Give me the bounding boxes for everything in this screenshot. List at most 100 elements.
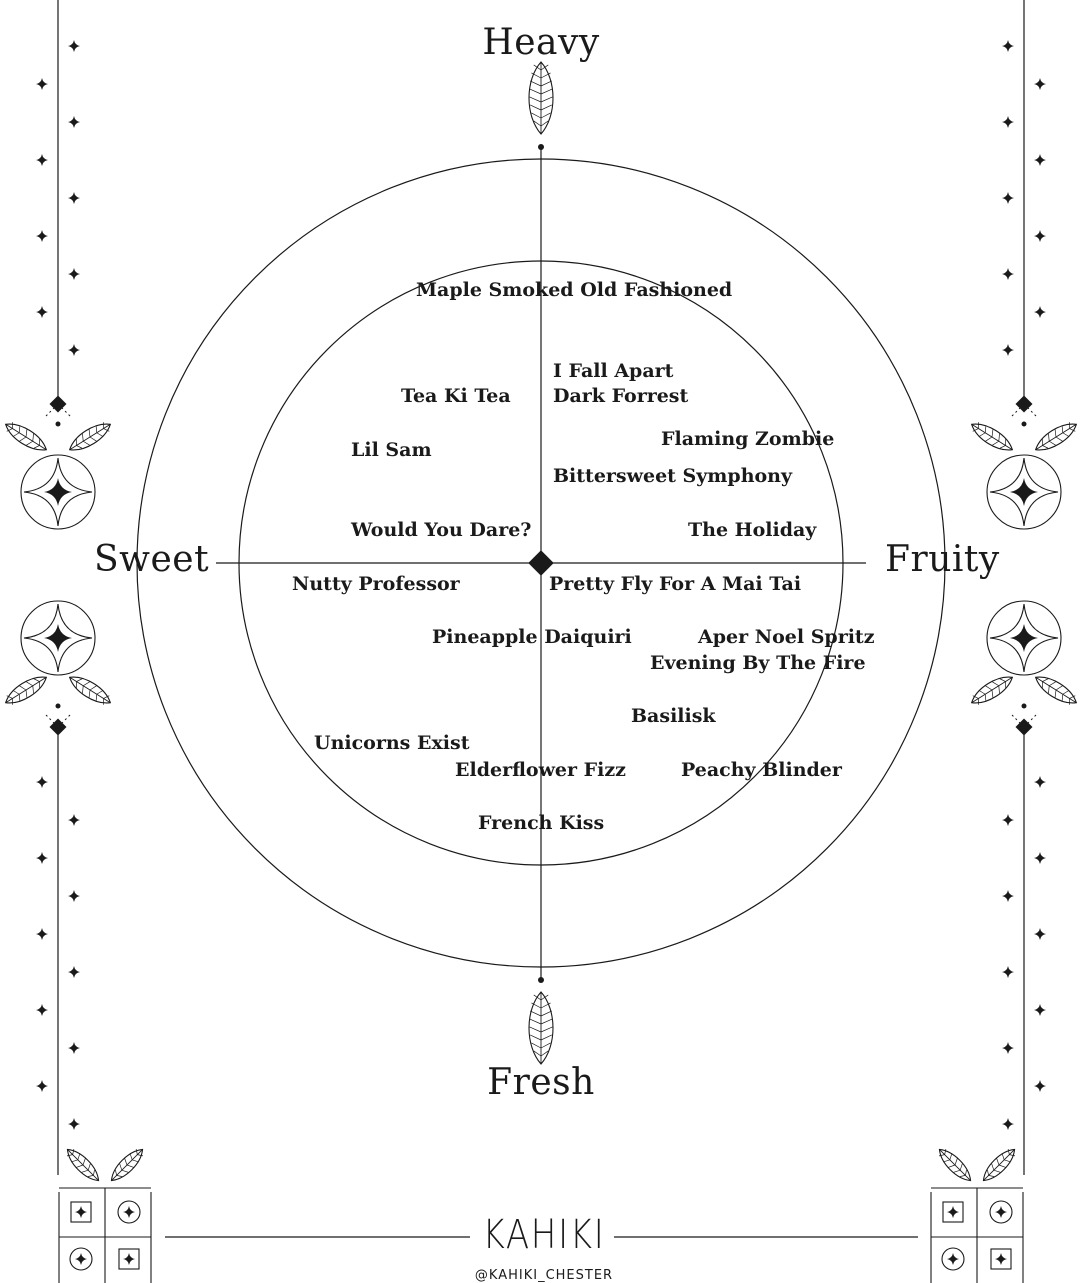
right-border-ornament xyxy=(930,0,1078,1283)
side-leaf xyxy=(970,422,1014,451)
star-medallion-icon xyxy=(986,454,1062,530)
sparkle-icon xyxy=(36,78,48,90)
boxed-plus-icon xyxy=(990,1248,1012,1270)
sparkle-icon xyxy=(1034,776,1046,788)
dotted-branch xyxy=(1009,712,1039,728)
axis-bottom-dot xyxy=(538,977,544,983)
drink-label: Peachy Blinder xyxy=(681,759,842,781)
sparkle-icon xyxy=(1002,40,1014,52)
drink-label: Nutty Professor xyxy=(292,573,460,595)
drink-label: Maple Smoked Old Fashioned xyxy=(416,279,733,301)
drink-label: Elderflower Fizz xyxy=(455,759,626,781)
diamond-icon xyxy=(49,718,67,736)
dot xyxy=(55,421,61,427)
social-handle: @KAHIKI_CHESTER xyxy=(474,1268,614,1283)
boxed-plus-icon xyxy=(118,1248,140,1270)
sparkle-icon xyxy=(1034,928,1046,940)
dotted-branch xyxy=(43,403,73,419)
sparkle-icon xyxy=(75,1253,87,1265)
sparkle-icon xyxy=(1002,344,1014,356)
sparkle-icon xyxy=(68,966,80,978)
corner-leaf xyxy=(110,1148,144,1182)
side-leaf xyxy=(68,676,112,705)
dotted-branch xyxy=(43,712,73,728)
sparkle-icon xyxy=(123,1253,135,1265)
feather-leaf xyxy=(528,61,554,135)
side-leaf xyxy=(4,422,48,451)
drink-label: Aper Noel Spritz xyxy=(698,626,875,648)
sparkle-icon xyxy=(995,1206,1007,1218)
drink-label: I Fall Apart xyxy=(553,360,674,382)
sparkle-icon xyxy=(36,1080,48,1092)
drink-label: Bittersweet Symphony xyxy=(553,465,793,487)
corner-leaf xyxy=(982,1148,1016,1182)
drink-label: The Holiday xyxy=(688,519,817,541)
axis-label-sweet: Sweet xyxy=(94,539,210,580)
star-medallion-icon xyxy=(20,600,96,676)
side-leaf xyxy=(1034,422,1078,451)
sparkle-icon xyxy=(1034,1080,1046,1092)
axis-label-heavy: Heavy xyxy=(482,22,600,63)
axis-label-fresh: Fresh xyxy=(487,1062,595,1103)
side-leaf xyxy=(1034,676,1078,705)
dotted-branch xyxy=(1009,403,1039,419)
sparkle-icon xyxy=(1002,890,1014,902)
dot xyxy=(55,703,61,709)
sparkle-icon xyxy=(68,1042,80,1054)
side-leaf xyxy=(68,422,112,451)
sparkle-icon xyxy=(36,230,48,242)
circled-plus-icon xyxy=(989,1200,1013,1224)
sparkle-icon xyxy=(75,1206,87,1218)
corner-leaf xyxy=(938,1148,972,1182)
drink-label: Evening By The Fire xyxy=(650,652,866,674)
sparkle-icon xyxy=(1002,116,1014,128)
side-leaf xyxy=(970,676,1014,705)
sparkle-icon xyxy=(36,852,48,864)
circled-plus-icon xyxy=(117,1200,141,1224)
drink-label: Tea Ki Tea xyxy=(401,385,511,407)
center-diamond xyxy=(528,550,554,576)
sparkle-icon xyxy=(1002,192,1014,204)
corner-leaf xyxy=(66,1148,100,1182)
sparkle-icon xyxy=(995,1253,1007,1265)
sparkle-icon xyxy=(1002,268,1014,280)
side-leaf xyxy=(4,676,48,705)
sparkle-icon xyxy=(68,1118,80,1130)
sparkle-icon xyxy=(36,306,48,318)
sparkle-icon xyxy=(1034,78,1046,90)
circled-plus-icon xyxy=(941,1247,965,1271)
sparkle-icon xyxy=(36,776,48,788)
sparkle-icon xyxy=(1034,852,1046,864)
sparkle-icon xyxy=(1034,230,1046,242)
drink-label: Pretty Fly For A Mai Tai xyxy=(549,573,802,595)
sparkle-icon xyxy=(1034,1004,1046,1016)
sparkle-icon xyxy=(68,116,80,128)
star-medallion-icon xyxy=(20,454,96,530)
sparkle-icon xyxy=(1034,154,1046,166)
drink-label: Lil Sam xyxy=(351,439,432,461)
dot xyxy=(1021,421,1027,427)
boxed-plus-icon xyxy=(942,1201,964,1223)
sparkle-icon xyxy=(36,154,48,166)
sparkle-icon xyxy=(36,928,48,940)
drink-label: Unicorns Exist xyxy=(314,732,470,754)
sparkle-icon xyxy=(947,1206,959,1218)
sparkle-icon xyxy=(68,268,80,280)
axis-top-dot xyxy=(538,144,544,150)
sparkle-icon xyxy=(36,1004,48,1016)
sparkle-icon xyxy=(68,40,80,52)
boxed-plus-icon xyxy=(70,1201,92,1223)
dot xyxy=(1021,703,1027,709)
sparkle-icon xyxy=(68,192,80,204)
sparkle-icon xyxy=(68,814,80,826)
sparkle-icon xyxy=(1034,306,1046,318)
drink-label: Dark Forrest xyxy=(553,385,689,407)
diamond-icon xyxy=(1015,718,1033,736)
star-medallion-icon xyxy=(986,600,1062,676)
sparkle-icon xyxy=(1002,966,1014,978)
sparkle-icon xyxy=(68,890,80,902)
feather-top-icon xyxy=(528,61,554,135)
drink-label: Would You Dare? xyxy=(351,519,532,541)
